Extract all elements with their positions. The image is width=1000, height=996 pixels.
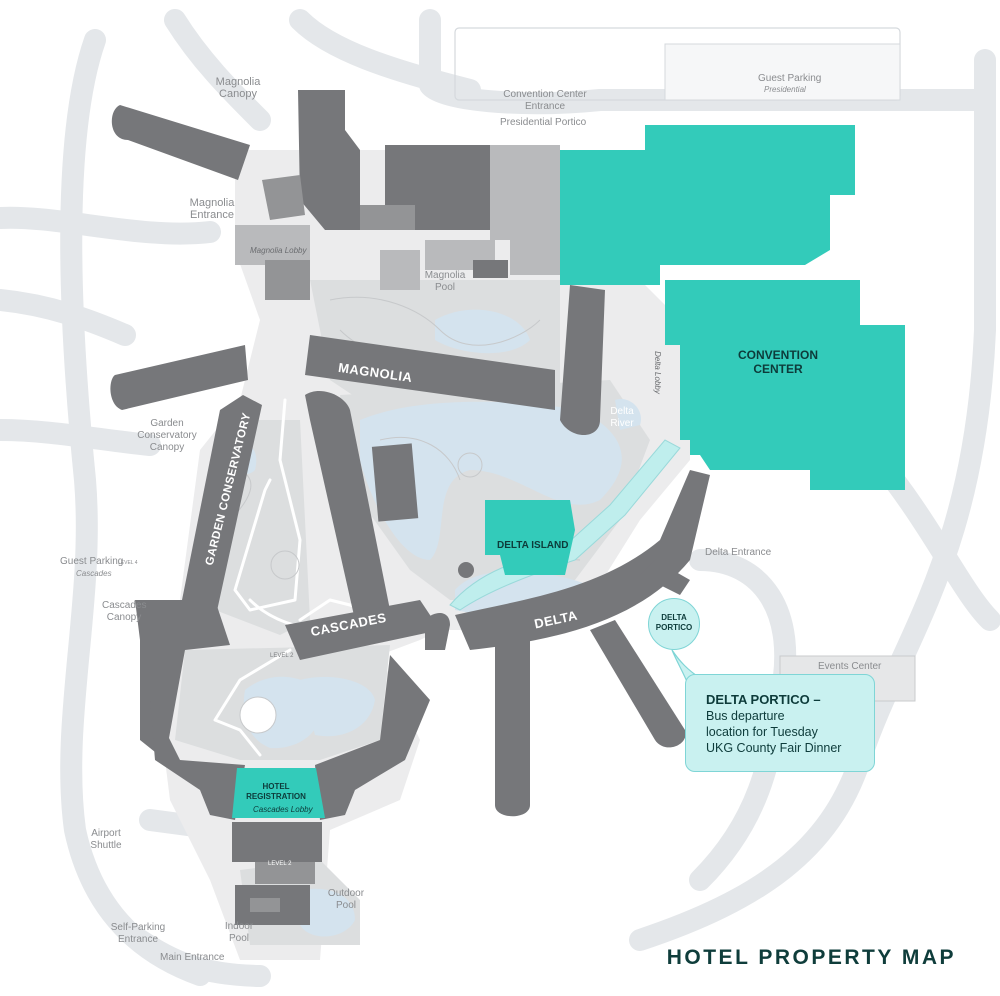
level-2-label-a: LEVEL 2 <box>270 653 294 659</box>
outdoor-pool-label: Outdoor Pool <box>327 888 365 911</box>
level-4-label: LEVEL 4 <box>118 560 138 566</box>
airport-shuttle-label: Airport Shuttle <box>90 828 122 851</box>
main-entrance-label: Main Entrance <box>160 952 225 963</box>
magnolia-pool-label: Magnolia Pool <box>424 270 466 293</box>
callout-line-1: Bus departure <box>706 709 785 723</box>
garden-conservatory-canopy-label: Garden Conservatory Canopy <box>137 418 197 453</box>
self-parking-entrance-label: Self-Parking Entrance <box>110 922 166 945</box>
map-title: HOTEL PROPERTY MAP <box>666 946 956 969</box>
presidential-label: Presidential <box>764 85 806 94</box>
guest-parking-cascades-label: Guest Parking <box>60 556 124 567</box>
callout-line-3: UKG County Fair Dinner <box>706 741 842 755</box>
cascades-lobby-label: Cascades Lobby <box>253 805 313 814</box>
roads <box>0 9 1000 987</box>
delta-river-label: Delta River <box>610 406 634 429</box>
level-2-label-b: LEVEL 2 <box>268 861 292 867</box>
events-center-label: Events Center <box>818 661 882 672</box>
delta-entrance-label: Delta Entrance <box>705 547 772 558</box>
indoor-pool-label: Indoor Pool <box>224 921 254 944</box>
callout-title: DELTA PORTICO – <box>706 692 821 707</box>
buildings <box>110 90 710 925</box>
delta-portico-callout: DELTA PORTICO – Bus departure location f… <box>685 674 875 772</box>
highlighted-areas <box>232 125 905 818</box>
guest-parking-presidential-label: Guest Parking <box>758 73 822 84</box>
convention-center-entrance-label: Convention Center Entrance <box>503 89 587 112</box>
hotel-registration-label: HOTEL REGISTRATION <box>246 782 306 801</box>
convention-center-label: CONVENTION CENTER <box>737 348 818 376</box>
magnolia-entrance-label: Magnolia Entrance <box>189 197 235 221</box>
cascades-canopy-label: Cascades Canopy <box>102 600 147 623</box>
magnolia-canopy-label: Magnolia Canopy <box>215 76 261 100</box>
delta-island-label: DELTA ISLAND <box>497 540 569 551</box>
callout-line-2: location for Tuesday <box>706 725 818 739</box>
magnolia-lobby-label: Magnolia Lobby <box>250 246 307 255</box>
delta-lobby-label: Delta Lobby <box>652 351 662 394</box>
cascades-parking-sub-label: Cascades <box>76 569 112 578</box>
delta-portico-marker[interactable]: DELTA PORTICO <box>648 598 700 650</box>
garden-paths <box>213 296 581 757</box>
presidential-portico-label: Presidential Portico <box>500 117 587 128</box>
